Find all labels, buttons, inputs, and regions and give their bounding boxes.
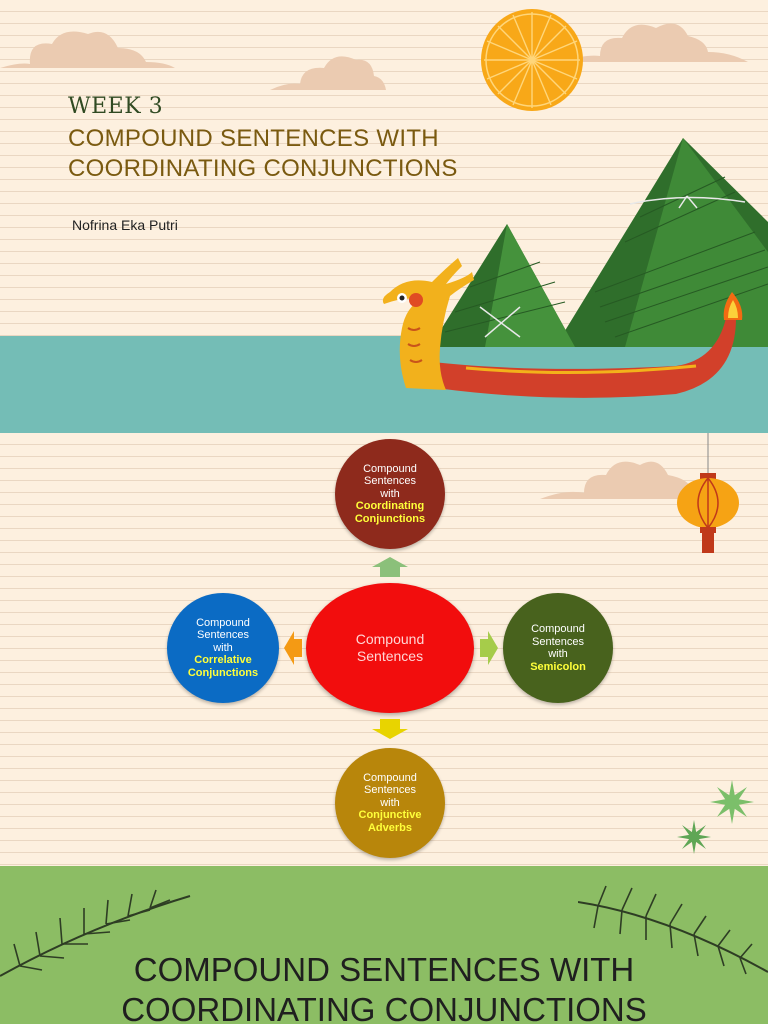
title-slide: WEEK 3 COMPOUND SENTENCES WITH COORDINAT…: [0, 0, 768, 433]
node-text: with: [380, 487, 400, 500]
node-text: Compound: [363, 771, 417, 784]
node-text: Sentences: [364, 475, 416, 488]
node-text: Compound: [196, 616, 250, 629]
node-compound-sentences: Compound Sentences: [306, 583, 474, 713]
closing-slide: COMPOUND SENTENCES WITH COORDINATING CON…: [0, 866, 768, 1024]
week-label: WEEK 3: [68, 94, 164, 119]
node-text: with: [213, 641, 233, 654]
node-text: Compound: [531, 623, 585, 635]
node-text: with: [548, 648, 568, 660]
closing-title-line-1: COMPOUND SENTENCES WITH: [133, 951, 635, 988]
node-text: with: [380, 796, 400, 809]
star-leaf-icon: [677, 820, 711, 854]
diagram-slide: Compound Sentences with Coordinating Con…: [0, 433, 768, 866]
node-correlative-conjunctions: Compound Sentences with Correlative Conj…: [167, 593, 279, 703]
center-text: Sentences: [356, 648, 424, 664]
cloud-illustration: [560, 23, 748, 62]
sun-illustration: [481, 9, 583, 111]
node-highlight: Coordinating: [355, 500, 425, 513]
node-text: Sentences: [364, 784, 416, 797]
lantern-icon: [677, 433, 739, 553]
node-text: Sentences: [532, 635, 584, 648]
node-highlight: Conjunctive: [358, 809, 422, 822]
node-semicolon: Compound Sentences with Semicolon: [503, 593, 613, 703]
cloud-illustration: [270, 56, 386, 90]
palm-leaf-left-illustration: [0, 889, 191, 977]
node-text: Compound: [363, 462, 417, 475]
node-highlight: Adverbs: [367, 821, 413, 834]
arrow-down-icon: [372, 719, 408, 739]
closing-title-line-2: COORDINATING CONJUNCTIONS: [121, 991, 647, 1024]
arrow-right-icon: [480, 631, 498, 665]
arrow-left-icon: [284, 631, 302, 665]
node-text: Sentences: [197, 629, 249, 642]
node-highlight: Conjunctions: [187, 666, 259, 679]
title-line-1: COMPOUND SENTENCES WITH: [68, 125, 439, 152]
author-name: Nofrina Eka Putri: [72, 217, 178, 233]
cloud-illustration: [0, 31, 175, 69]
star-leaf-icon: [710, 780, 754, 824]
arrow-up-icon: [372, 557, 408, 577]
title-line-2: COORDINATING CONJUNCTIONS: [68, 155, 458, 182]
slide-title: COMPOUND SENTENCES WITH COORDINATING CON…: [68, 124, 458, 184]
closing-title: COMPOUND SENTENCES WITH COORDINATING CON…: [0, 950, 768, 1024]
node-highlight: Conjunctions: [354, 512, 426, 525]
dragon-boat-illustration: [382, 258, 743, 398]
node-highlight: Correlative: [194, 654, 252, 667]
node-highlight: Semicolon: [530, 660, 586, 673]
node-conjunctive-adverbs: Compound Sentences with Conjunctive Adve…: [335, 748, 445, 858]
center-text: Compound: [355, 631, 425, 647]
cloud-illustration: [540, 461, 718, 499]
palm-leaf-right-illustration: [578, 885, 768, 975]
node-coordinating-conjunctions: Compound Sentences with Coordinating Con…: [335, 439, 445, 549]
